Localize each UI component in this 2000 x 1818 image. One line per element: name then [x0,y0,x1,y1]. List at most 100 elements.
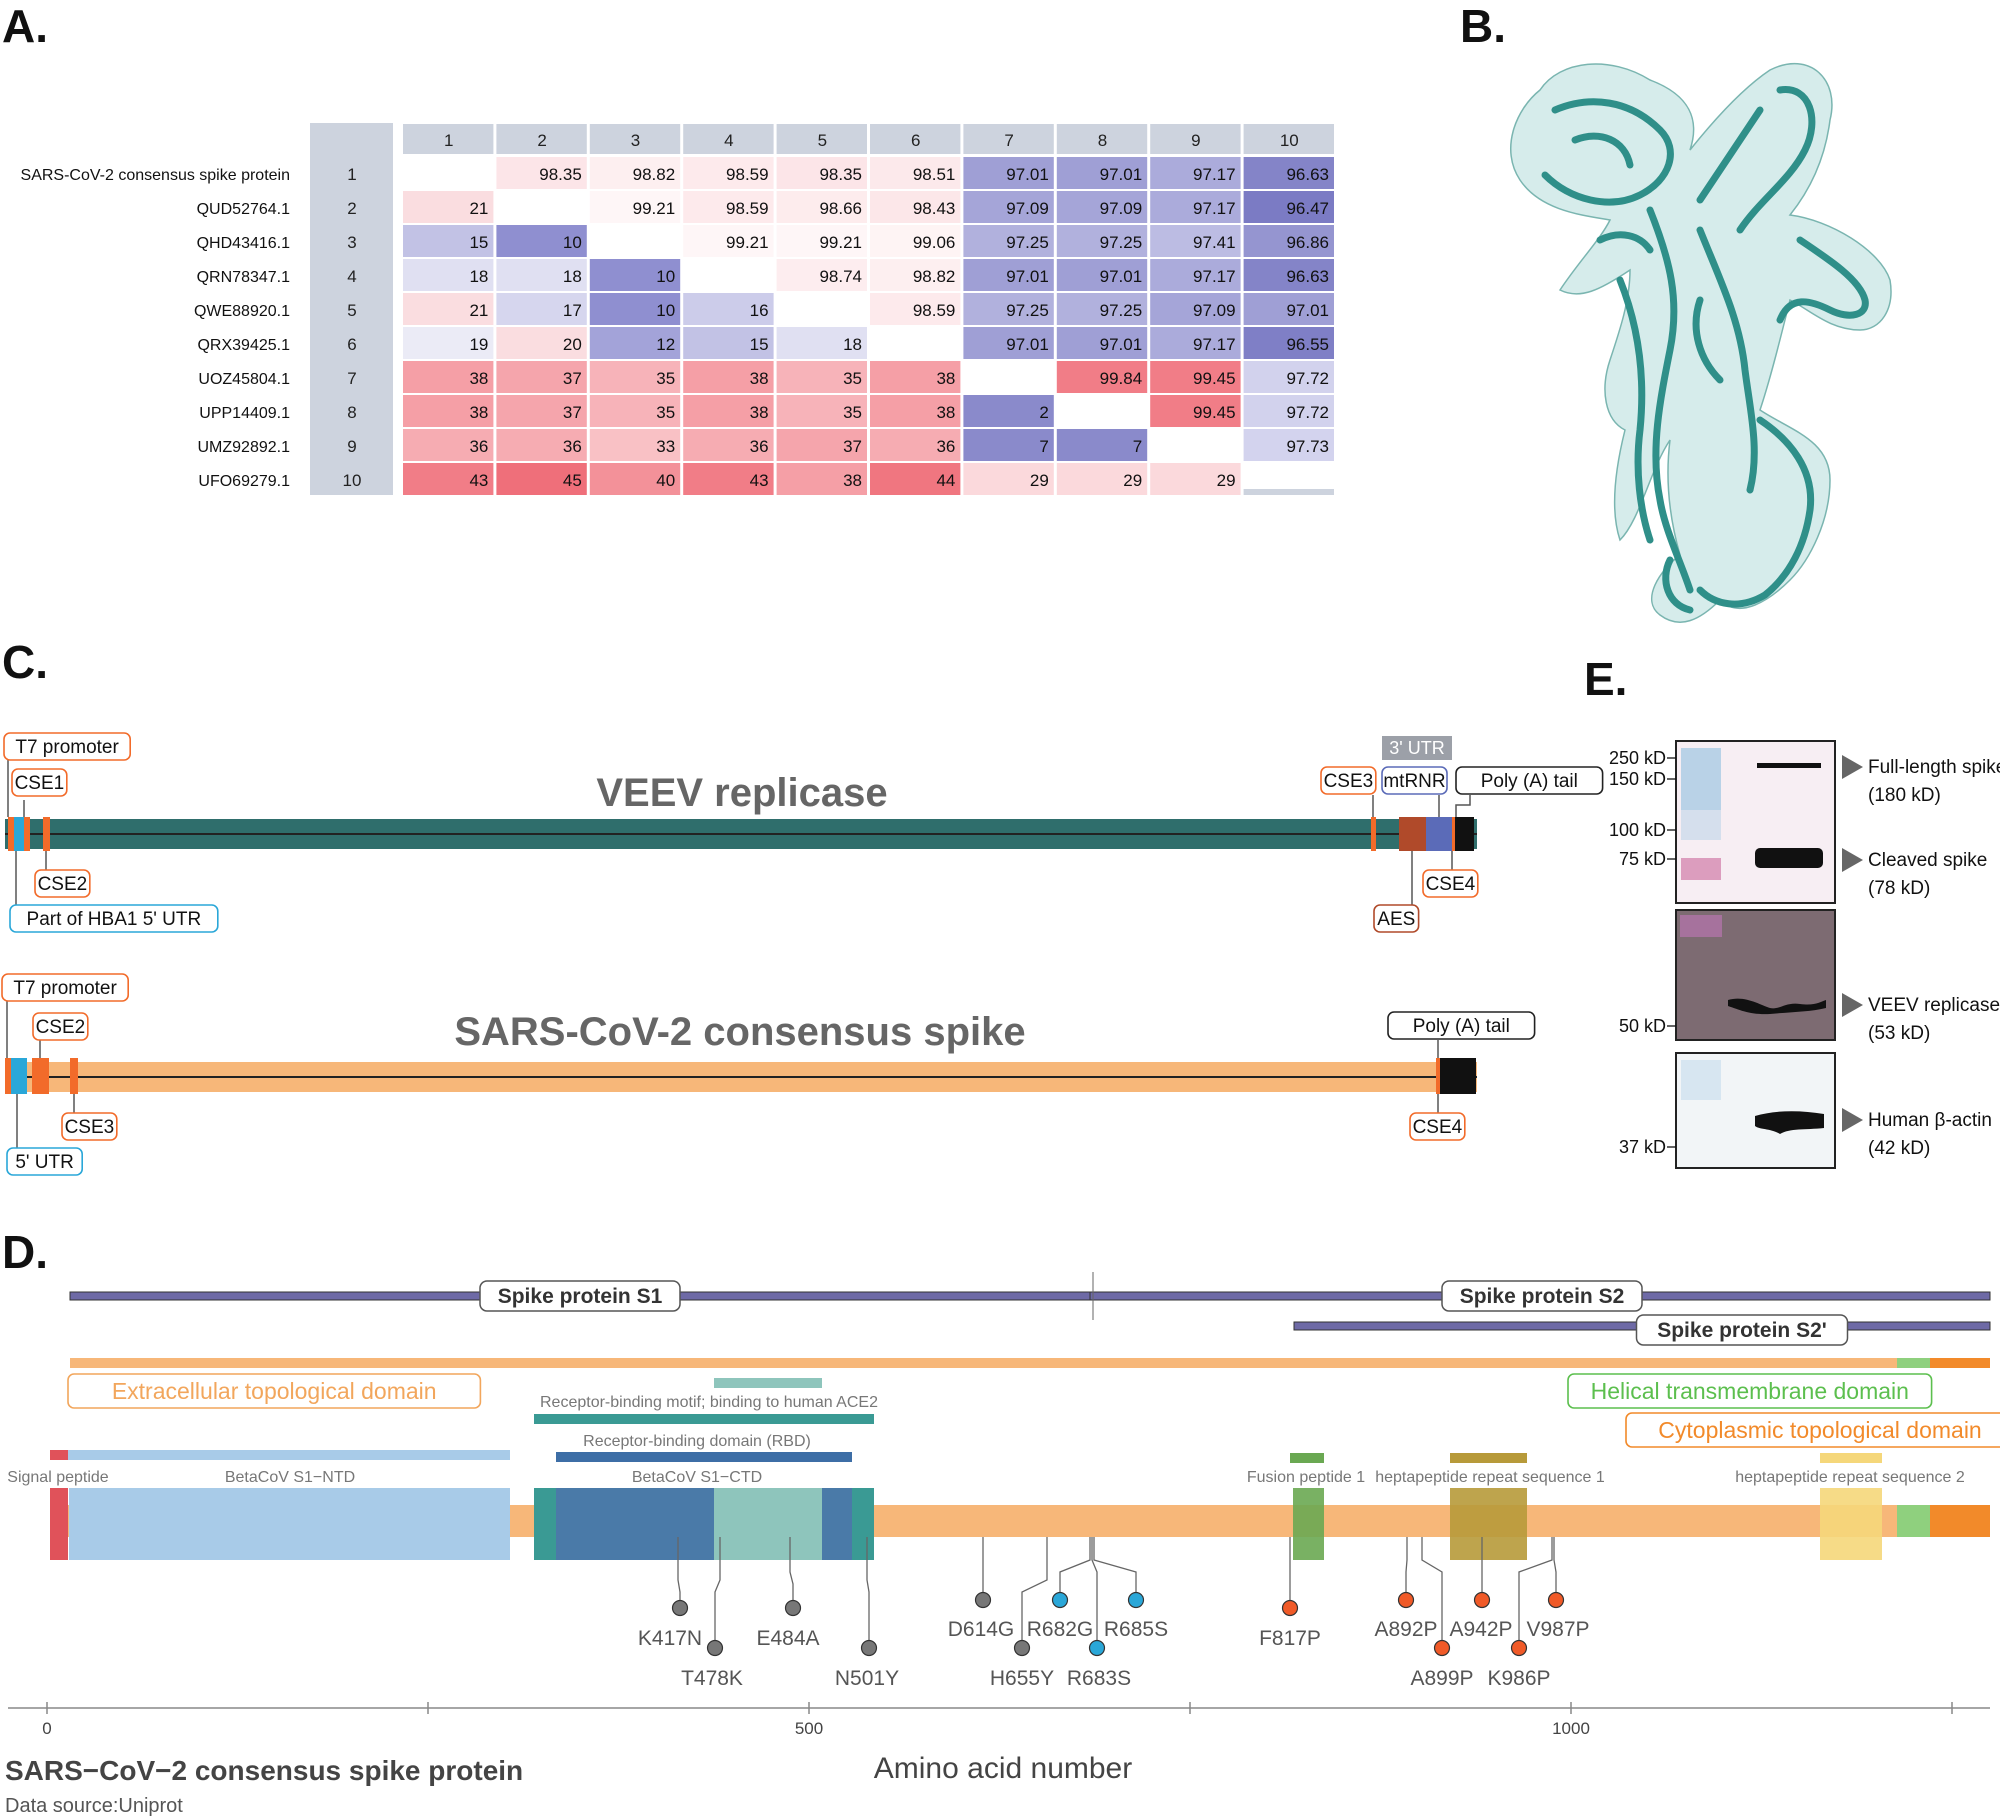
matrix-value: 97.01 [1006,165,1049,184]
feature-label: Signal peptide [7,1469,109,1486]
matrix-cell [496,395,587,427]
matrix-value: 18 [469,267,488,286]
label-cse1-text: CSE1 [15,773,65,794]
matrix-cell [1056,327,1148,359]
matrix-value: 97.09 [1100,199,1143,218]
row-label: UPP14409.1 [199,405,290,422]
matrix-cell [963,157,1054,189]
topo-tm-label [1567,1373,1933,1409]
label-cse4-2-text: CSE4 [1413,1117,1463,1138]
construct2-title: SARS-CoV-2 consensus spike [454,1010,1025,1054]
matrix-cell [870,361,961,393]
mutation-label: R683S [1067,1667,1131,1690]
mutation-label: T478K [681,1667,743,1690]
matrix-value: 16 [750,301,769,320]
row-label: QWE88920.1 [194,303,290,320]
matrix-cell [963,225,1054,257]
mutation-dot [1013,1639,1031,1657]
utr3-header-box [1382,736,1452,760]
label-aes [1373,904,1420,933]
matrix-cell [403,225,494,257]
topo-tm-bar [1897,1358,1930,1368]
col-header-cell [776,124,867,154]
matrix-value: 36 [469,437,488,456]
feature-label: BetaCoV S1−CTD [632,1469,762,1486]
utr3-header-text: 3' UTR [1389,738,1444,758]
construct1-aes [1399,817,1426,851]
matrix-cell [776,361,867,393]
matrix-cell [589,395,681,427]
ladder-label: 37 kD [1619,1137,1666,1157]
band-name: Human β-actin [1868,1110,1992,1131]
label-cse2-2-text: CSE2 [36,1017,86,1038]
col-header-cell [1056,124,1148,154]
matrix-cell [870,225,961,257]
chain-s2-label-text: Spike protein S2 [1460,1285,1625,1308]
matrix-cell [589,327,681,359]
matrix-value: 10 [656,301,675,320]
mutation-label: A899P [1410,1667,1473,1690]
topo-tm-label-text: Helical transmembrane domain [1591,1378,1909,1404]
matrix-value: 38 [750,369,769,388]
feature-label: BetaCoV S1−NTD [225,1469,355,1486]
band-size: (180 kD) [1868,785,1941,806]
mutation-dot [1433,1639,1451,1657]
label-aes-text: AES [1377,909,1415,930]
panel-e-label: E. [1584,653,1627,705]
band-name: Full-length spike [1868,757,2000,778]
matrix-cell [589,225,681,257]
label-cse3 [1320,766,1377,795]
hr1-bar [1450,1453,1527,1463]
row-label: UFO69279.1 [198,473,290,490]
matrix-cell [870,293,961,325]
matrix-value: 97.17 [1193,267,1236,286]
matrix-cell [496,429,587,461]
matrix-value: 98.35 [539,165,582,184]
mutation-label: H655Y [990,1667,1054,1690]
mutation-label: A892P [1374,1618,1437,1641]
row-number: 10 [343,471,362,490]
cyto-domain [1930,1505,1990,1537]
row-label: QHD43416.1 [197,235,290,252]
matrix-value: 98.59 [726,199,769,218]
matrix-cell [403,293,494,325]
matrix-cell [963,293,1054,325]
row-number: 9 [347,437,356,456]
col-header-label: 7 [1004,131,1013,150]
mutation-label: K986P [1487,1667,1550,1690]
spike-construct: SARS-CoV-2 consensus spike T7 promoterCS… [1,973,1536,1176]
matrix-cell [870,429,961,461]
col-header-label: 6 [911,131,920,150]
matrix-value: 7 [1133,437,1142,456]
matrix-cell [589,157,681,189]
feature-label: heptapeptide repeat sequence 2 [1735,1469,1965,1486]
matrix-value: 97.01 [1100,335,1143,354]
mutation-dot [784,1599,802,1617]
matrix-value: 21 [469,199,488,218]
matrix-cell [1056,293,1148,325]
matrix-value: 97.72 [1286,403,1329,422]
matrix-cell [1056,361,1148,393]
matrix-cell [403,429,494,461]
construct-maps: VEEV replicase T7 prom [1,732,1604,1176]
construct2-polya [1438,1058,1476,1094]
panel-d-source: Data source:Uniprot [5,1795,183,1817]
signal-peptide-domain [50,1488,68,1560]
matrix-cell [1150,293,1241,325]
matrix-value: 44 [936,471,955,490]
matrix-value: 98.82 [633,165,676,184]
mutation-dot [671,1599,689,1617]
matrix-value: 40 [656,471,675,490]
row-label: SARS-CoV-2 consensus spike protein [21,167,290,184]
panel-d-label: D. [2,1226,48,1278]
matrix-value: 97.25 [1006,301,1049,320]
matrix-cell [1056,259,1148,291]
construct1-cse1 [24,817,30,851]
matrix-value: 43 [469,471,488,490]
ladder-label: 150 kD [1609,769,1666,789]
row-label: UMZ92892.1 [198,439,291,456]
matrix-cell [496,259,587,291]
